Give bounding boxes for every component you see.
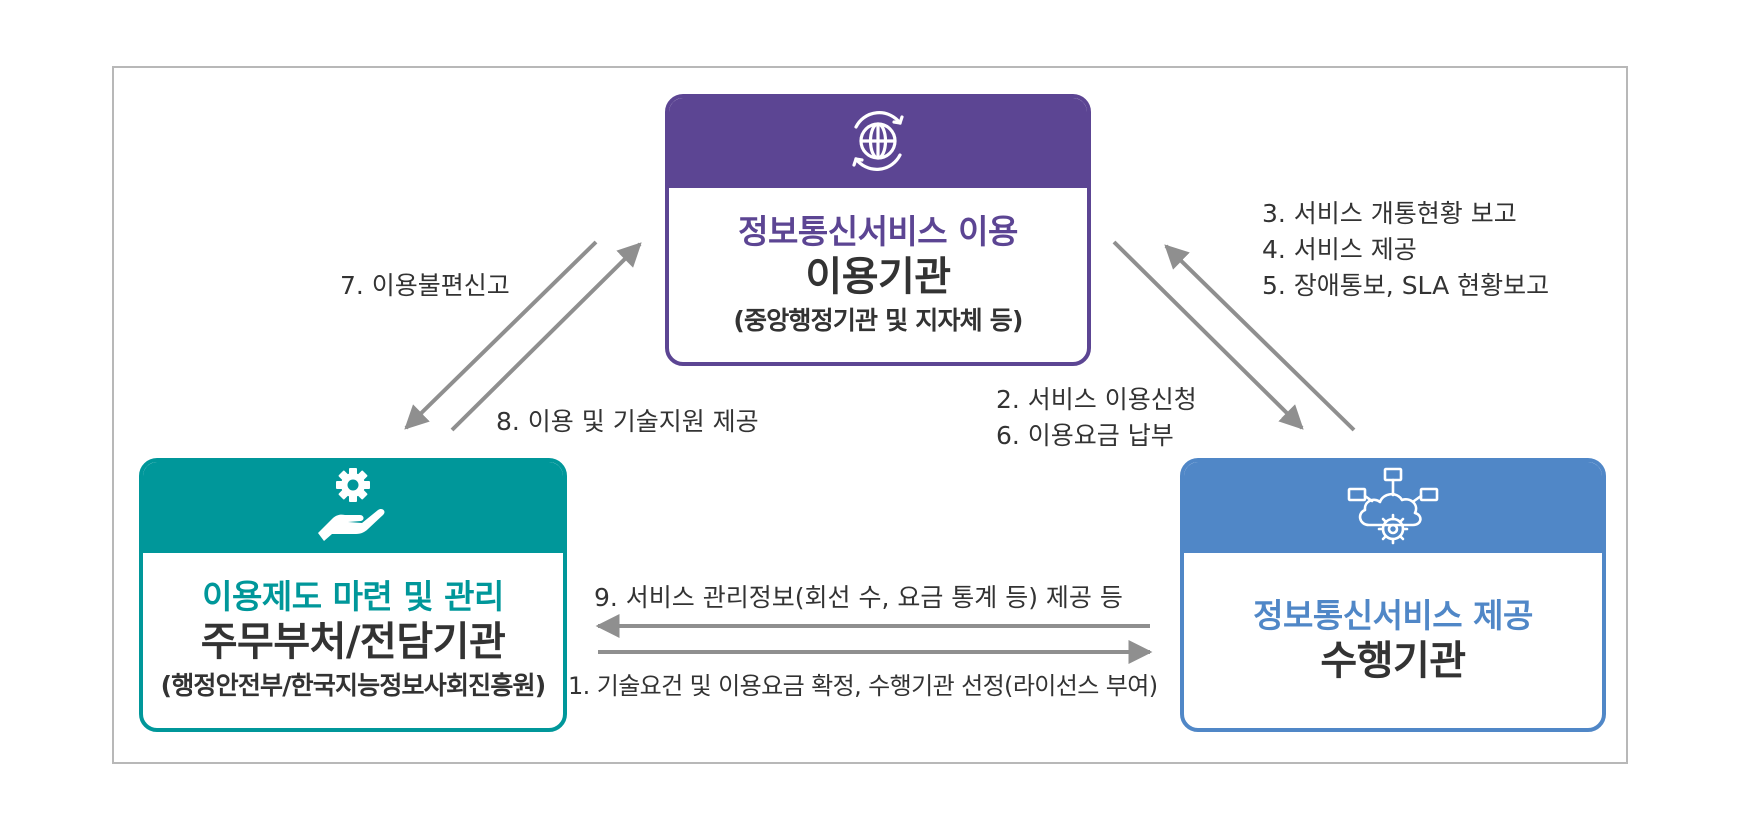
user-agency-org: 이용기관 xyxy=(805,253,951,300)
provider-header xyxy=(1184,462,1602,553)
flow-label-7: 7. 이용불편신고 xyxy=(340,271,510,300)
globe-refresh-icon xyxy=(838,101,918,185)
arrow-manager-to-user xyxy=(450,242,642,432)
flow-label-6: 6. 이용요금 납부 xyxy=(996,421,1174,450)
arrow-user-to-manager xyxy=(404,240,598,430)
flow-label-1: 1. 기술요건 및 이용요금 확정, 수행기관 선정(라이선스 부여) xyxy=(568,672,1158,700)
provider-role: 정보통신서비스 제공 xyxy=(1253,595,1533,635)
arrow-provider-to-user xyxy=(1164,244,1356,432)
manager-org: 주무부처/전담기관 xyxy=(200,619,506,666)
flow-label-5: 5. 장애통보, SLA 현황보고 xyxy=(1262,271,1550,300)
user-agency-sub: (중앙행정기관 및 지자체 등) xyxy=(733,305,1023,335)
provider-box: 정보통신서비스 제공 수행기관 xyxy=(1180,458,1606,732)
cloud-network-gear-icon xyxy=(1345,463,1441,553)
flow-label-9: 9. 서비스 관리정보(회선 수, 요금 통계 등) 제공 등 xyxy=(594,583,1123,612)
user-agency-role: 정보통신서비스 이용 xyxy=(738,211,1018,251)
user-agency-header xyxy=(669,98,1087,188)
user-agency-body: 정보통신서비스 이용 이용기관 (중앙행정기관 및 지자체 등) xyxy=(669,188,1087,362)
manager-sub: (행정안전부/한국지능정보사회진흥원) xyxy=(160,671,547,701)
hand-gear-icon xyxy=(310,463,396,553)
arrow-user-to-provider xyxy=(1112,240,1304,430)
flow-label-4: 4. 서비스 제공 xyxy=(1262,235,1417,264)
flow-label-8: 8. 이용 및 기술지원 제공 xyxy=(496,407,759,436)
provider-body: 정보통신서비스 제공 수행기관 xyxy=(1184,553,1602,728)
manager-box: 이용제도 마련 및 관리 주무부처/전담기관 (행정안전부/한국지능정보사회진흥… xyxy=(139,458,567,732)
flow-label-2: 2. 서비스 이용신청 xyxy=(996,385,1197,414)
manager-role: 이용제도 마련 및 관리 xyxy=(202,577,504,617)
manager-header xyxy=(143,462,563,553)
provider-org: 수행기관 xyxy=(1320,638,1466,685)
flow-label-3: 3. 서비스 개통현황 보고 xyxy=(1262,199,1517,228)
manager-body: 이용제도 마련 및 관리 주무부처/전담기관 (행정안전부/한국지능정보사회진흥… xyxy=(143,553,563,728)
diagram-frame xyxy=(112,66,1628,764)
user-agency-box: 정보통신서비스 이용 이용기관 (중앙행정기관 및 지자체 등) xyxy=(665,94,1091,366)
